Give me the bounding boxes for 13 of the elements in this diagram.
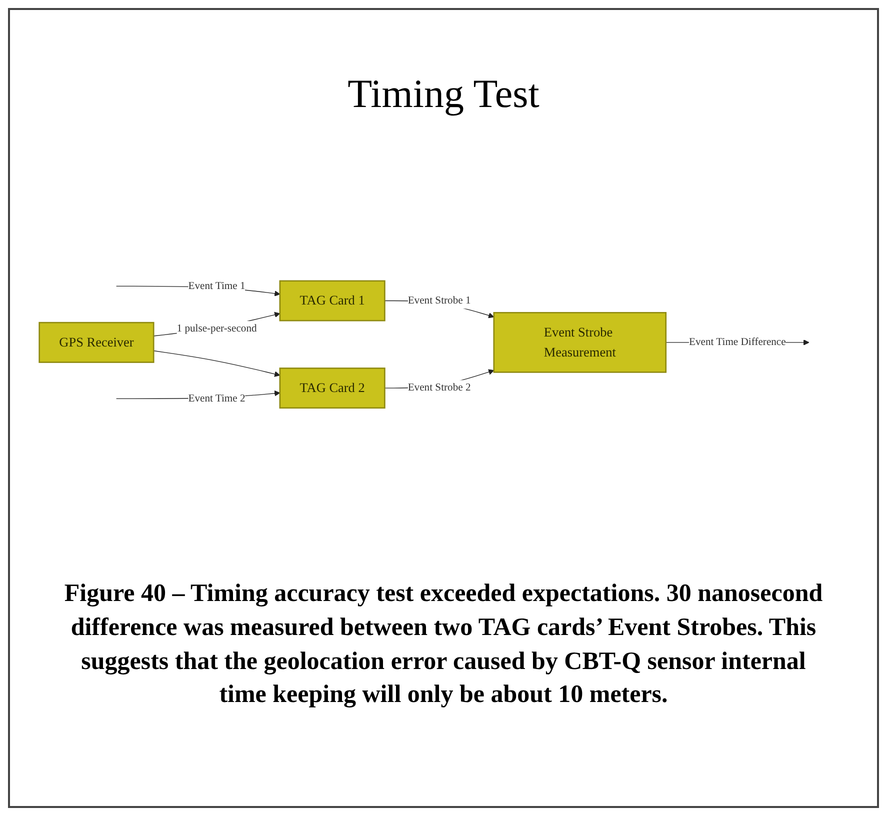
edge-label: 1 pulse-per-second <box>176 322 256 334</box>
figure-caption: Figure 40 – Timing accuracy test exceeded expectations. 30 nanosecond difference was measured between two TAG cards’ Event Strobes. This suggests that the geolocation error caused by CBT-Q sensor internal time keeping will only be about 10 meters. <box>64 579 824 710</box>
edge-label: Event Strobe 2 <box>407 382 470 393</box>
arrow <box>152 350 280 376</box>
node-box: TAG Card 1 <box>278 280 385 321</box>
node-box: GPS Receiver <box>38 322 154 362</box>
edge-label: Event Time 1 <box>188 280 245 292</box>
edge-label: Event Time Difference <box>688 336 786 348</box>
diagram-title: Timing Test <box>348 70 540 117</box>
edge-label: Event Strobe 1 <box>407 294 470 306</box>
node-box: TAG Card 2 <box>278 367 385 408</box>
edge-label: Event Time 2 <box>188 392 245 404</box>
node-box: Event Strobe Measurement <box>492 312 666 372</box>
